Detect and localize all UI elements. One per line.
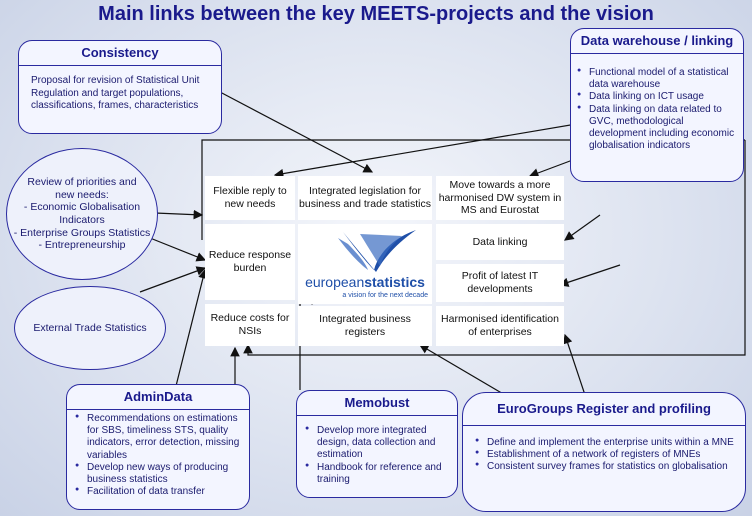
harmonised-identification-cell: Harmonised identification of enterprises [436, 306, 564, 346]
data-warehouse-heading: Data warehouse / linking [580, 33, 734, 48]
memobust-box: Memobust Develop more integrated design,… [296, 390, 458, 498]
review-line: - Enterprise Groups Statistics [13, 226, 151, 239]
data-warehouse-box: Data warehouse / linking Functional mode… [570, 28, 744, 182]
external-trade-oval: External Trade Statistics [14, 286, 166, 370]
dw-item: Data linking on data related to GVC, met… [577, 104, 739, 153]
admindata-item: Develop new ways of producing business s… [75, 462, 243, 486]
logo-bold-text: statistics [364, 274, 425, 290]
integrated-registers-cell: Integrated business registers [298, 306, 432, 346]
data-linking-cell: Data linking [436, 224, 564, 260]
harmonised-dw-cell: Move towards a more harmonised DW system… [436, 176, 564, 220]
memobust-heading: Memobust [344, 395, 410, 410]
dw-item: Data linking on ICT usage [577, 91, 739, 103]
eurogroups-item: Define and implement the enterprise unit… [475, 437, 737, 449]
logo-main-text: european [305, 274, 365, 290]
admindata-item: Facilitation of data transfer [75, 486, 243, 498]
memobust-item: Develop more integrated design, data col… [305, 425, 451, 462]
review-priorities-oval: Review of priorities and new needs: - Ec… [6, 148, 158, 280]
reduce-burden-cell: Reduce response burden [205, 224, 295, 300]
consistency-box: Consistency Proposal for revision of Sta… [18, 40, 222, 134]
admindata-heading: AdminData [123, 389, 193, 404]
flexible-reply-cell: Flexible reply to new needs [205, 176, 295, 220]
reduce-costs-cell: Reduce costs for NSIs [205, 304, 295, 346]
logo-swoosh-icon [338, 230, 416, 272]
admindata-box: AdminData Recommendations on estimations… [66, 384, 250, 510]
logo-panel: europeanstatistics a vision for the next… [298, 224, 432, 304]
memobust-item: Handbook for reference and training [305, 462, 451, 486]
review-line: Indicators [59, 214, 105, 226]
review-line: - Entrepreneurship [38, 239, 126, 252]
logo-tagline: a vision for the next decade [342, 292, 428, 299]
consistency-text: Proposal for revision of Statistical Uni… [31, 75, 200, 111]
dw-item: Functional model of a statistical data w… [577, 67, 739, 91]
integrated-legislation-cell: Integrated legislation for business and … [298, 176, 432, 220]
eurogroups-box: EuroGroups Register and profiling Define… [462, 392, 746, 512]
review-line: Review of priorities and [27, 176, 137, 189]
review-line: - Economic Globalisation [23, 201, 141, 214]
eurogroups-heading: EuroGroups Register and profiling [497, 401, 711, 416]
external-trade-text: External Trade Statistics [33, 321, 147, 334]
page-title: Main links between the key MEETS-project… [98, 3, 654, 25]
eurogroups-item: Consistent survey frames for statistics … [475, 461, 737, 473]
review-line: new needs: [55, 188, 109, 201]
eurogroups-item: Establishment of a network of registers … [475, 449, 737, 461]
consistency-heading: Consistency [81, 45, 159, 60]
profit-it-cell: Profit of latest IT developments [436, 264, 564, 302]
admindata-item: Recommendations on estimations for SBS, … [75, 413, 243, 462]
